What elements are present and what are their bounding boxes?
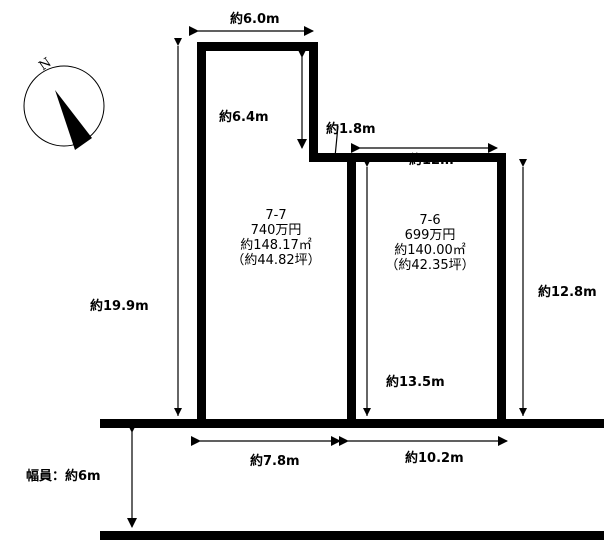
dim-lot6-left-height-label: 約13.5m [386, 375, 445, 390]
road-edge-far [100, 531, 604, 540]
dim-notch-height-label: 約6.4m [219, 110, 269, 125]
lot-id: 7-7 [265, 208, 287, 223]
lot-area-m2: 約148.17㎡ [240, 238, 312, 253]
lot-7-7-outline [197, 42, 356, 424]
dim-left-height-label: 約19.9m [90, 299, 149, 314]
lot-area-tsubo: （約44.82坪） [231, 253, 321, 268]
lot-7-6-outline [351, 153, 506, 424]
north-compass-icon [23, 65, 105, 150]
dim-lot7-frontage-label: 約7.8m [250, 454, 300, 469]
dim-lot6-frontage-label: 約10.2m [405, 451, 464, 466]
dim-step-label: 約1.8m [326, 122, 376, 137]
lot-area-m2: 約140.00㎡ [394, 243, 466, 258]
dim-step-leader [334, 125, 339, 158]
dim-lot6-top-label: 約12m [409, 153, 454, 168]
lot-7-7-info: 7-7 740万円 約148.17㎡ （約44.82坪） [218, 208, 334, 268]
lot-price: 740万円 [250, 223, 302, 238]
lot-7-6-info: 7-6 699万円 約140.00㎡ （約42.35坪） [372, 213, 488, 273]
road-edge-near [100, 419, 604, 428]
dim-right-height-label: 約12.8m [538, 285, 597, 300]
lot-id: 7-6 [419, 213, 441, 228]
lot-area-tsubo: （約42.35坪） [385, 258, 475, 273]
lot-price: 699万円 [404, 228, 456, 243]
dim-top-width-label: 約6.0m [230, 12, 280, 27]
road-width-label: 幅員：約6m [26, 469, 101, 484]
